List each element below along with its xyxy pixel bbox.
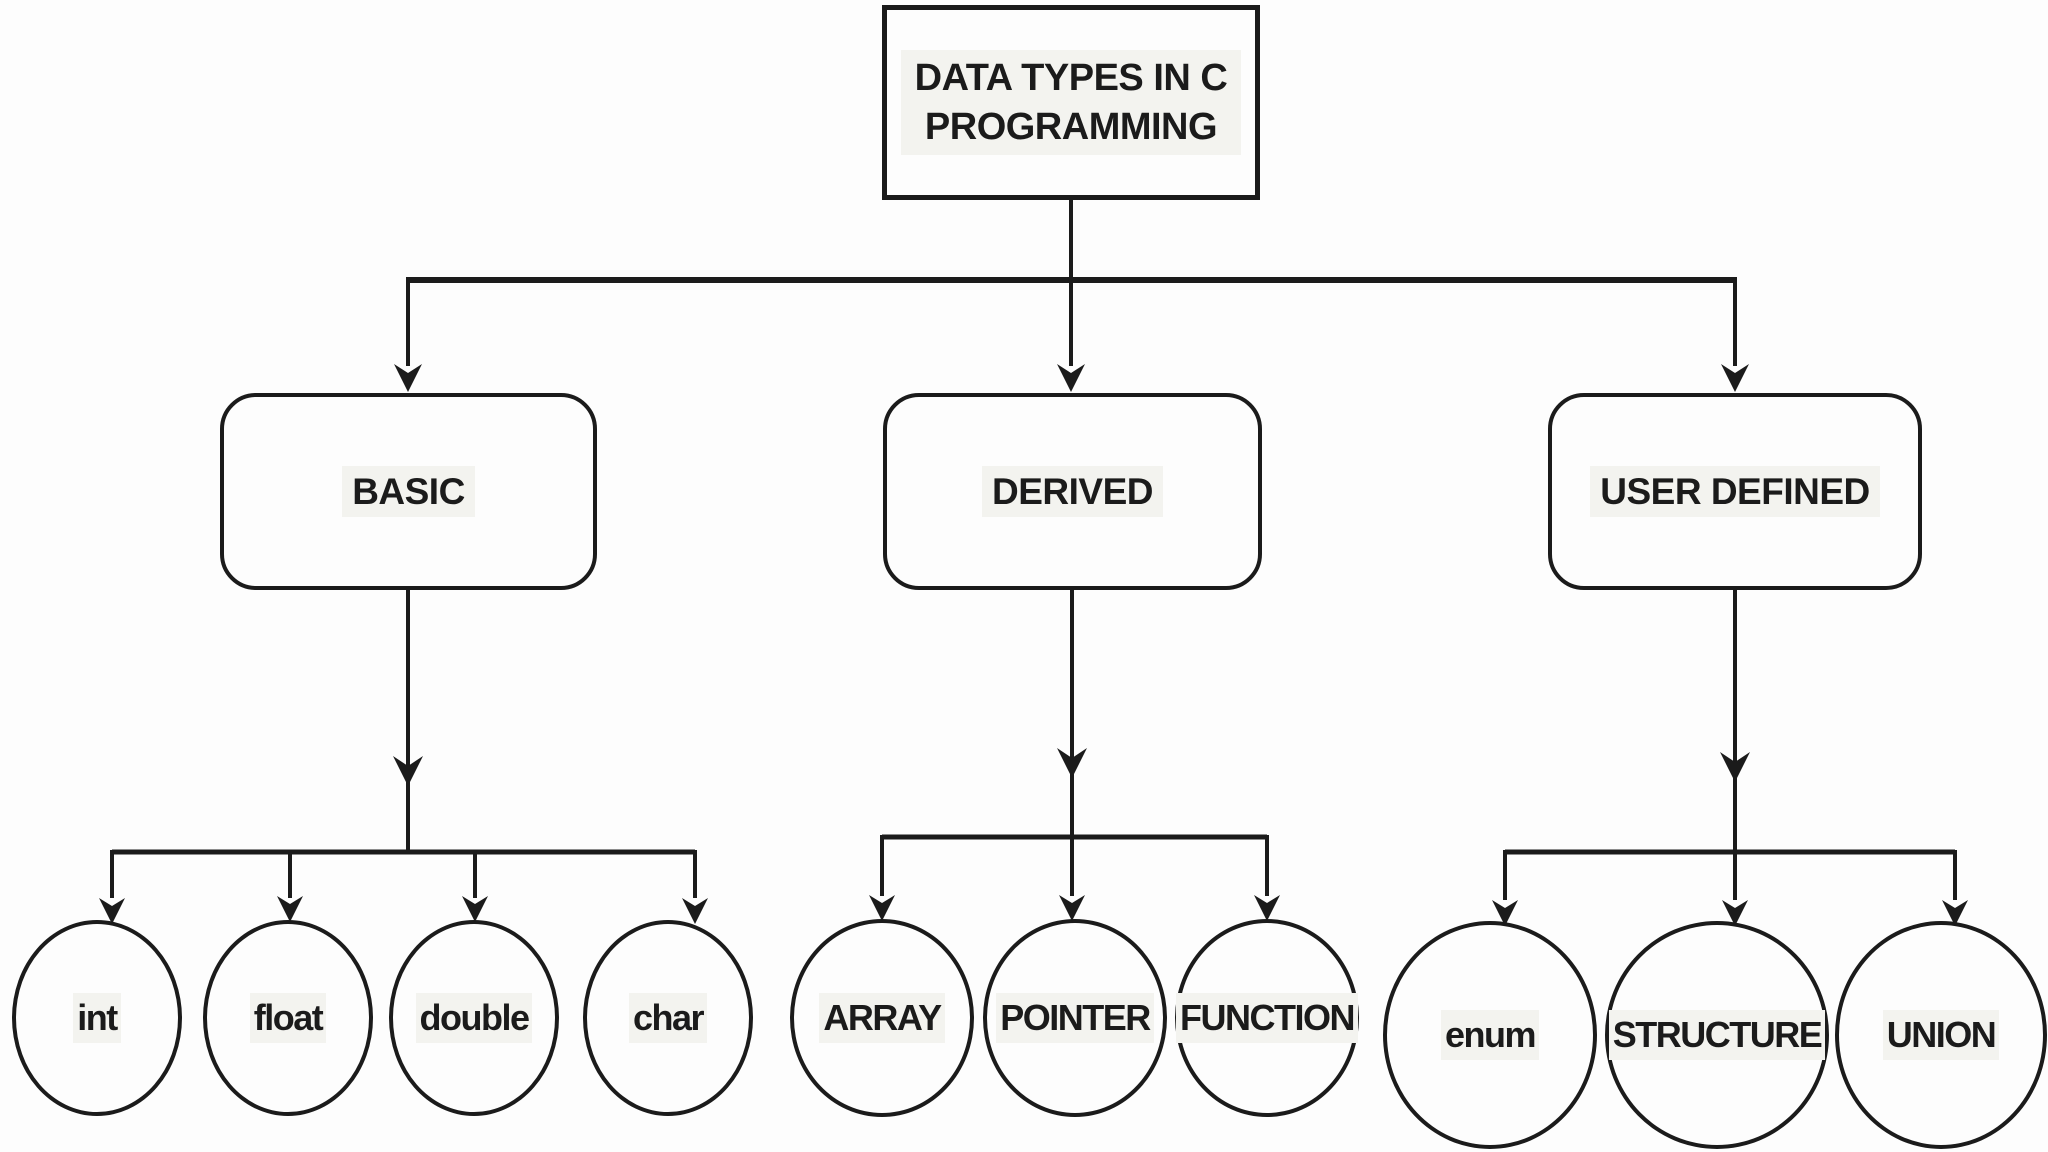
- node-int: int: [12, 920, 182, 1116]
- root-title: DATA TYPES IN C PROGRAMMING: [900, 49, 1242, 156]
- node-float: float: [203, 920, 373, 1116]
- node-float-label: float: [249, 992, 327, 1044]
- edge-root-to-branches: [394, 200, 1749, 392]
- node-enum: enum: [1383, 921, 1597, 1149]
- node-user-defined-label: USER DEFINED: [1590, 465, 1880, 518]
- node-double: double: [389, 920, 559, 1116]
- node-basic-label: BASIC: [342, 465, 475, 518]
- root-title-line2: PROGRAMMING: [924, 105, 1218, 148]
- node-structure: STRUCTURE: [1605, 921, 1829, 1149]
- node-union-label: UNION: [1882, 1009, 2000, 1061]
- node-array-label: ARRAY: [819, 992, 945, 1044]
- root-title-line1: DATA TYPES IN C: [914, 56, 1228, 99]
- node-function-label: FUNCTION: [1176, 992, 1358, 1044]
- node-char: char: [583, 920, 753, 1116]
- node-user-defined: USER DEFINED: [1548, 393, 1922, 590]
- node-enum-label: enum: [1440, 1009, 1539, 1061]
- edge-derived-to-children: [869, 590, 1280, 921]
- node-union: UNION: [1835, 921, 2047, 1149]
- node-array: ARRAY: [790, 919, 974, 1117]
- edge-userdefined-to-children: [1492, 590, 1968, 926]
- node-derived-label: DERIVED: [982, 465, 1163, 518]
- node-derived: DERIVED: [883, 393, 1262, 590]
- node-root: DATA TYPES IN C PROGRAMMING: [882, 5, 1260, 200]
- node-function: FUNCTION: [1175, 919, 1359, 1117]
- node-basic: BASIC: [220, 393, 597, 590]
- node-pointer: POINTER: [983, 919, 1167, 1117]
- node-pointer-label: POINTER: [996, 992, 1154, 1044]
- edge-basic-to-children: [99, 590, 708, 924]
- node-structure-label: STRUCTURE: [1608, 1009, 1826, 1061]
- node-char-label: char: [628, 992, 708, 1044]
- node-int-label: int: [73, 992, 121, 1044]
- node-double-label: double: [415, 992, 533, 1044]
